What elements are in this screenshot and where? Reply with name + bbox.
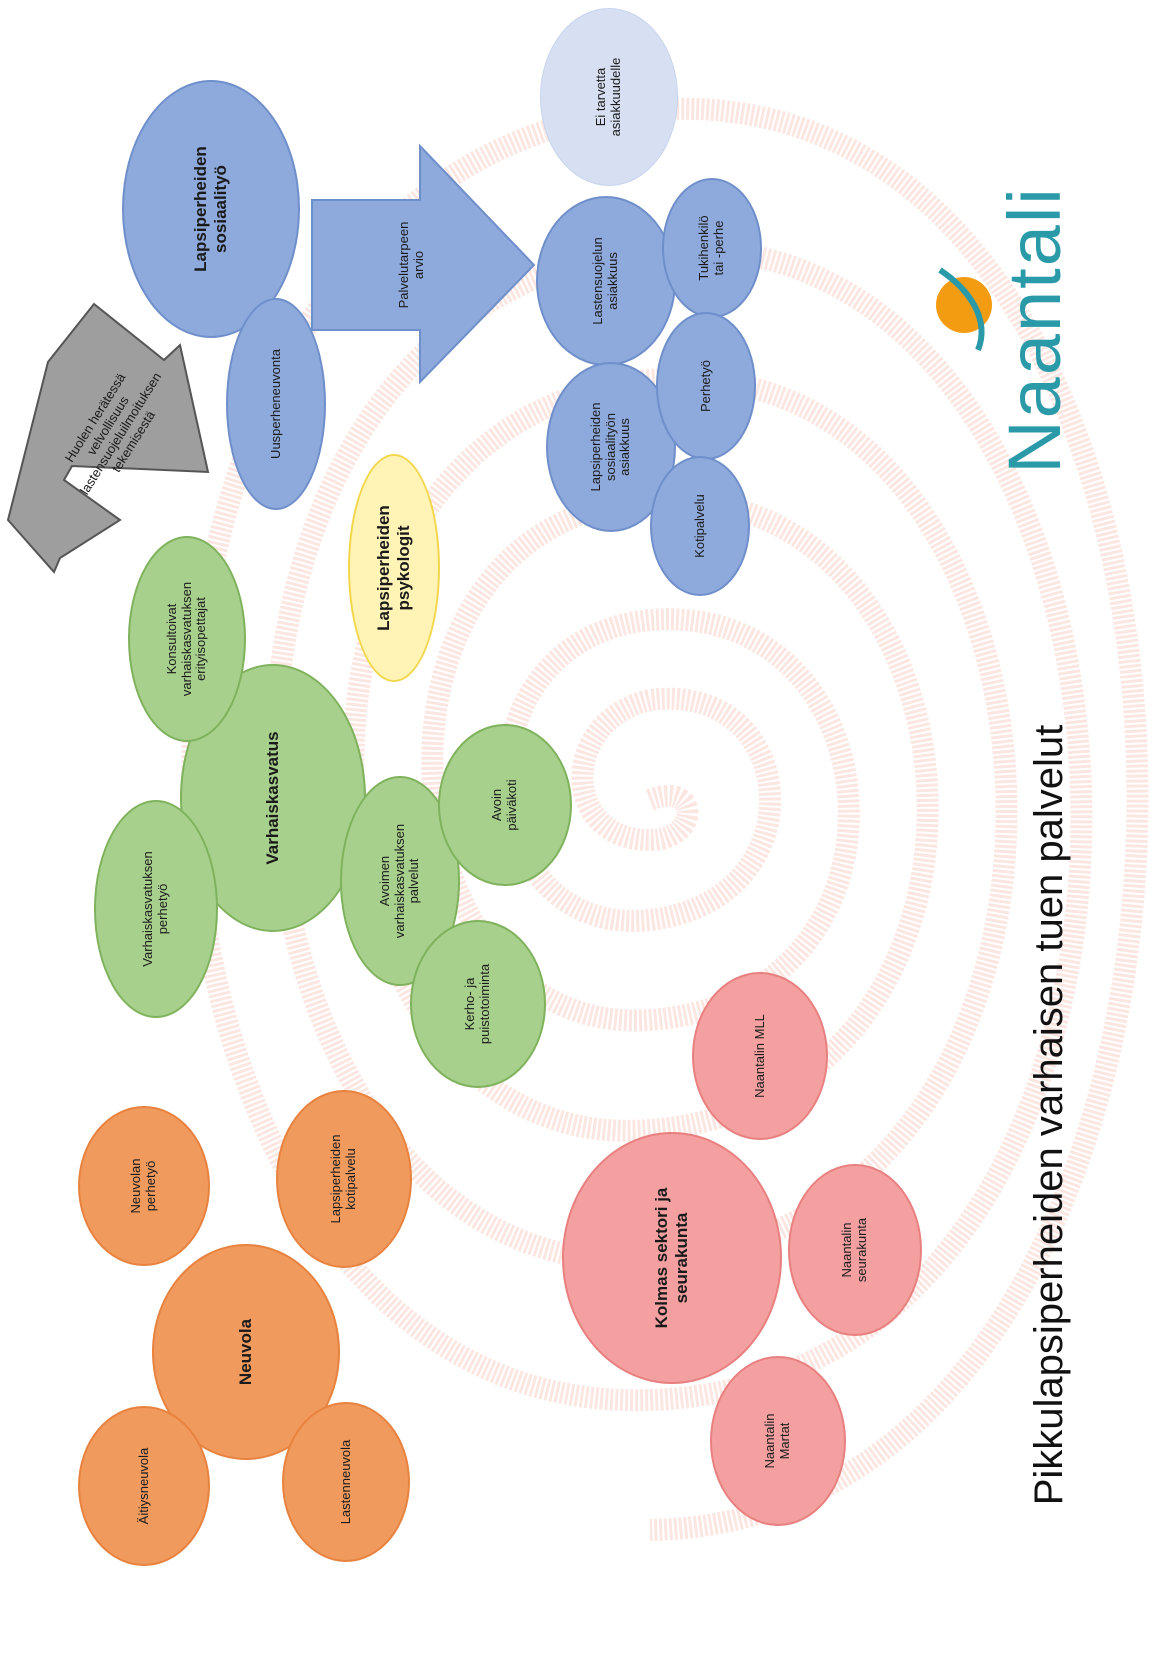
- kotipalvelu-label: Kotipalvelu: [691, 494, 707, 558]
- page-title: Pikkulapsiperheiden varhaisen tuen palve…: [1027, 724, 1071, 1506]
- blue-arrow-label: Palvelutarpeen arvio: [396, 221, 426, 309]
- lastensuojelu-label: Lastensuojelun asiakkuus: [590, 237, 620, 325]
- konsultoivat-circle: [128, 536, 246, 742]
- sosiaalityo-main: [122, 80, 300, 338]
- ei-tarvetta-label: Ei tarvetta asiakkuudelle: [593, 57, 623, 137]
- lastensuojelu-circle: [536, 196, 676, 366]
- gray-arrow: [6, 302, 210, 574]
- kotipalvelu-circle: [650, 456, 750, 596]
- varhaiskasvatuksen-perhetyo-circle: [94, 800, 218, 1018]
- sos-asiakkuus-label: Lapsiperheiden sosiaalityön asiakkuus: [587, 402, 633, 492]
- perhetyo-circle: [656, 312, 756, 460]
- sosiaalityo-main-label: Lapsiperheiden sosiaalityö: [191, 146, 230, 272]
- uusperheneuvonta-label: Uusperheneuvonta: [267, 349, 283, 459]
- kolmas-sektori-main: [562, 1132, 782, 1384]
- uusperheneuvonta-circle: [226, 298, 326, 510]
- lastenneuvola-circle: [282, 1402, 410, 1562]
- perhetyo-label: Perhetyö: [697, 359, 713, 413]
- naantali-logo: [936, 267, 992, 352]
- logo-swoosh-icon: [938, 267, 985, 352]
- avoin-paivakoti-circle: [438, 724, 572, 886]
- blue-arrow: [311, 143, 536, 385]
- naantalin-seurakunta-circle: [788, 1164, 922, 1336]
- aitiysneuvola-circle: [78, 1406, 210, 1566]
- neuvolan-perhetyo-circle: [78, 1106, 210, 1266]
- naantalin-mll-circle: [692, 972, 828, 1140]
- lapsiperheiden-kotipalvelu-circle: [276, 1090, 412, 1268]
- naantalin-martat-circle: [710, 1356, 846, 1526]
- naantali-logo-text: Naantali: [993, 186, 1077, 474]
- ei-tarvetta-circle: [540, 8, 678, 186]
- tukihenkilo-label: Tukihenkilö tai -perhe: [696, 215, 726, 281]
- psykologit-circle: [348, 454, 440, 682]
- kerho-puisto-circle: [410, 920, 546, 1088]
